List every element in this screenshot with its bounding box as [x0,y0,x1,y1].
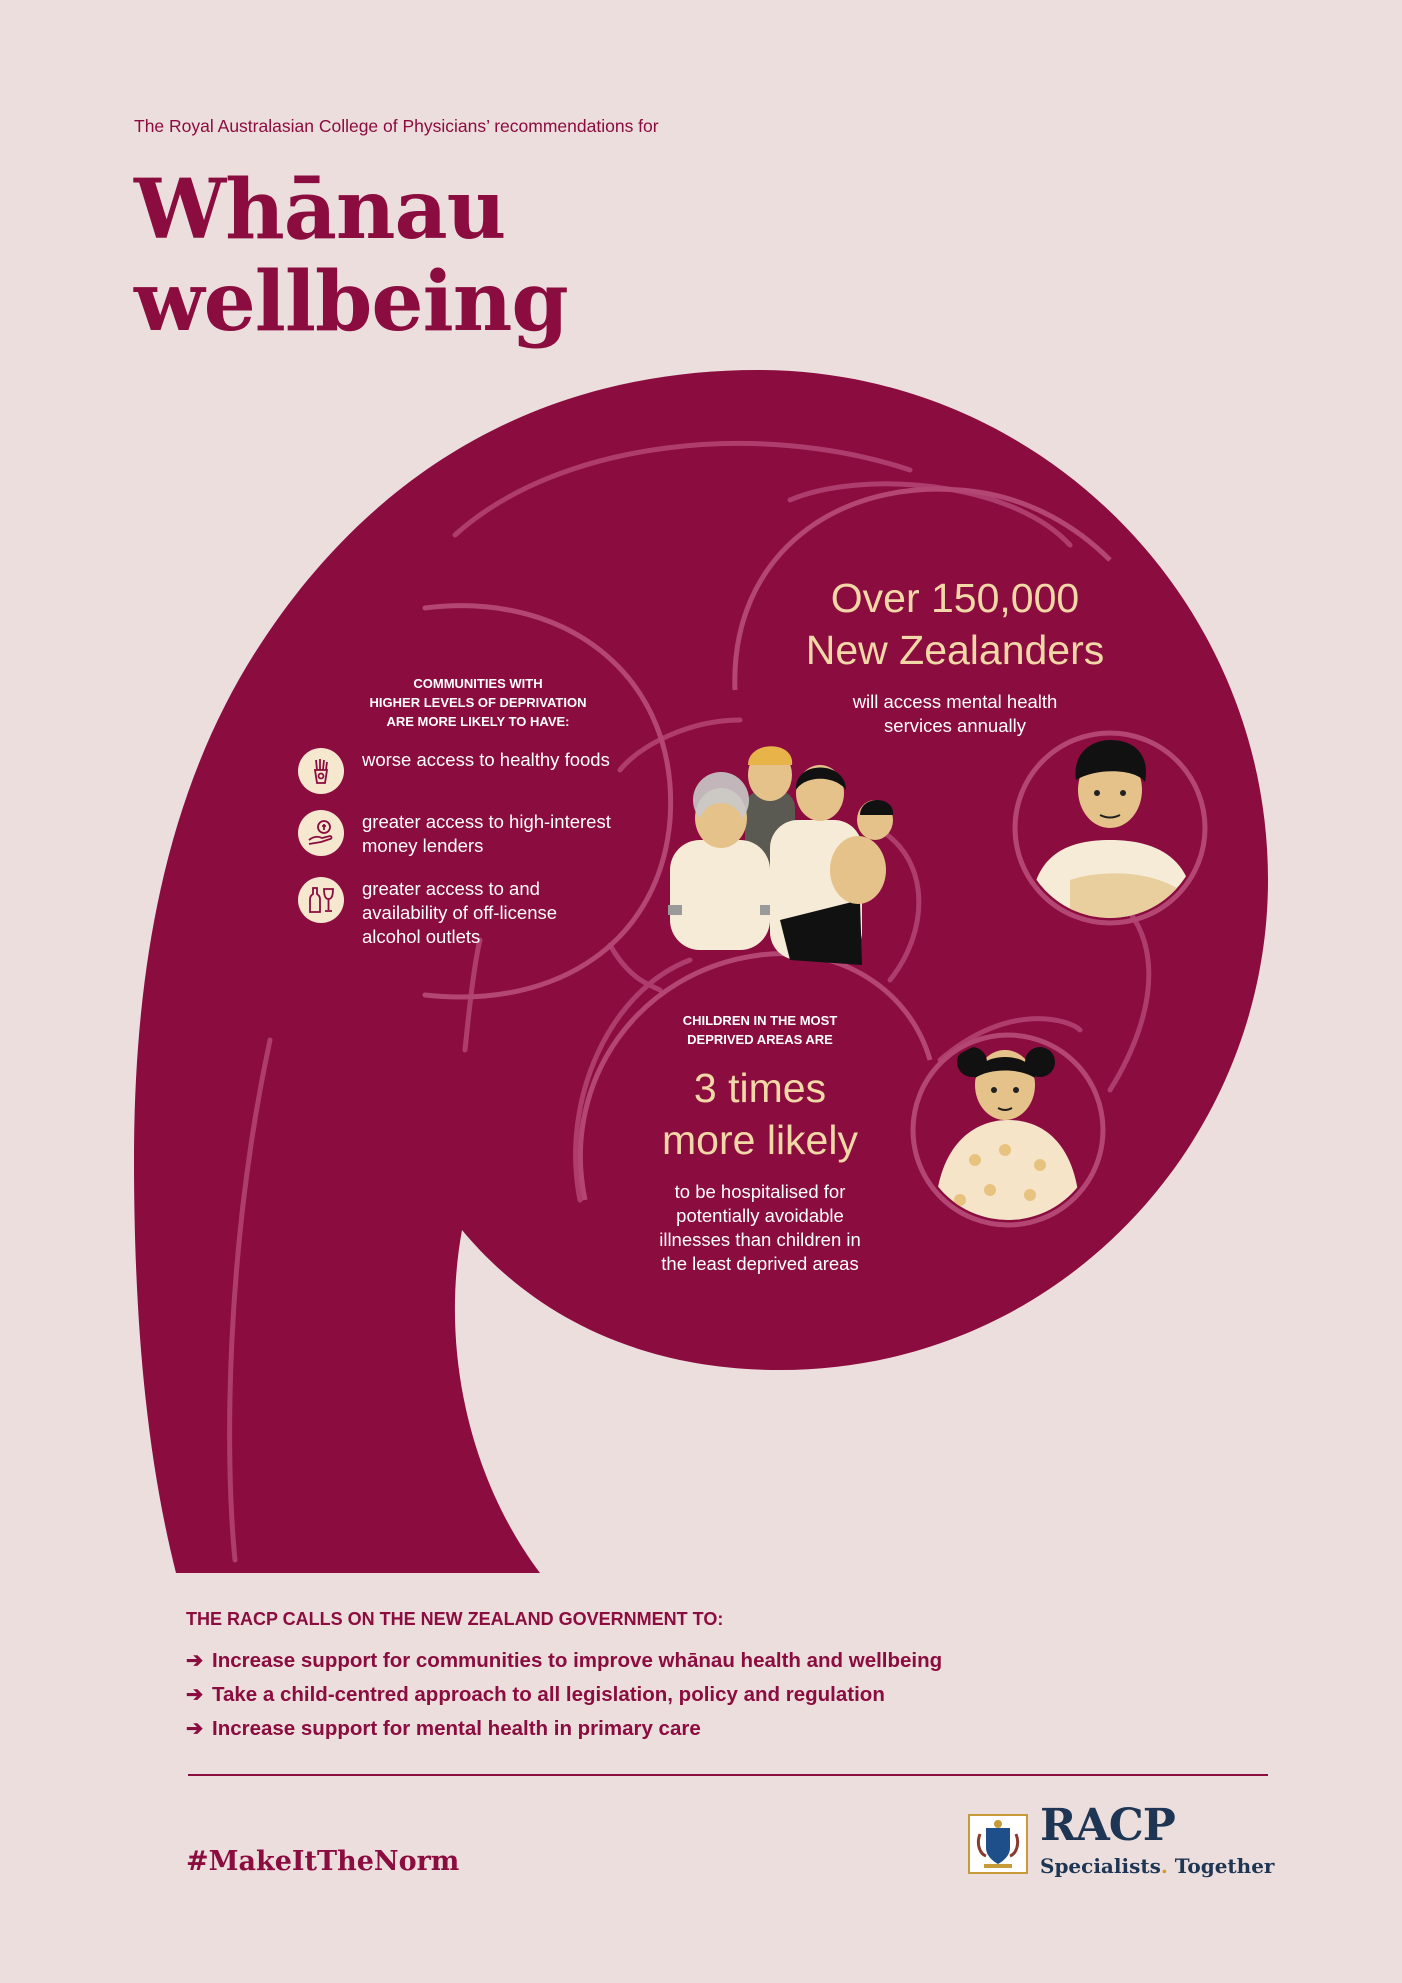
call-item-text: Take a child-centred approach to all leg… [212,1683,885,1706]
arrow-right-icon: ➔ [186,1717,204,1740]
call-item-text: Increase support for mental health in pr… [212,1717,701,1740]
divider [188,1774,1268,1776]
children-desc-line-3: illnesses than children in [659,1229,861,1250]
children-stat-line-1: 3 times [693,1065,827,1111]
mental-health-stat-line-2: New Zealanders [805,627,1105,673]
fries-icon [298,748,344,794]
calls-heading: THE RACP CALLS ON THE NEW ZEALAND GOVERN… [186,1609,724,1629]
call-item: ➔ Take a child-centred approach to all le… [186,1678,942,1712]
call-item: ➔ Increase support for communities to imp… [186,1644,942,1678]
risk-item-line: money lenders [362,835,484,856]
risk-item-text: worse access to healthy foods [362,748,662,772]
risk-item-line: alcohol outlets [362,926,481,947]
racp-logo-name: RACP [1040,1800,1176,1851]
risk-item-healthy-foods: worse access to healthy foods [298,748,658,808]
risk-item-money-lenders: greater access to high-interest money le… [298,810,658,870]
tagline-part-1: Specialists [1040,1854,1161,1878]
risk-item-line: availability of off-license [362,902,558,923]
communities-heading: COMMUNITIES WITH HIGHER LEVELS OF DEPRIV… [348,674,608,731]
intro-text: The Royal Australasian College of Physic… [134,116,659,136]
children-desc-line-2: potentially avoidable [676,1205,844,1226]
alcohol-icon [298,877,344,923]
family-illustration [668,746,894,965]
girl-portrait-icon [910,1032,1106,1228]
mental-health-stat-number: Over 150,000 New Zealanders [730,572,1180,676]
risk-item-text: greater access to and availability of of… [362,877,662,949]
call-item: ➔ Increase support for mental health in p… [186,1712,942,1746]
call-item-text: Increase support for communities to impr… [212,1649,943,1672]
mental-health-stat-line-1: Over 150,000 [830,575,1080,621]
racp-crest-icon [968,1814,1028,1874]
communities-heading-line-2: HIGHER LEVELS OF DEPRIVATION [369,695,587,710]
title-line-2: wellbeing [134,254,569,350]
mental-health-desc-line-2: services annually [884,715,1026,736]
title-line-1: Whānau [134,162,506,258]
tagline-part-2: Together [1167,1854,1275,1878]
money-hand-icon [298,810,344,856]
racp-logo-tagline: Specialists. Together [1040,1854,1274,1878]
risk-item-text: greater access to high-interest money le… [362,810,662,858]
children-desc-line-1: to be hospitalised for [674,1181,846,1202]
children-heading-line-2: DEPRIVED AREAS ARE [687,1032,833,1047]
risk-item-line: worse access to healthy foods [362,749,610,770]
children-stat-line-2: more likely [662,1117,858,1163]
risk-item-alcohol-outlets: greater access to and availability of of… [298,877,658,957]
communities-heading-line-1: COMMUNITIES WITH [413,676,543,691]
children-desc-line-4: the least deprived areas [661,1253,859,1274]
children-stat-heading: CHILDREN IN THE MOST DEPRIVED AREAS ARE [630,1011,890,1049]
mental-health-stat-description: will access mental health services annua… [790,690,1120,738]
arrow-right-icon: ➔ [186,1683,204,1706]
calls-list: ➔ Increase support for communities to imp… [186,1644,942,1746]
children-stat-description: to be hospitalised for potentially avoid… [630,1180,890,1276]
arrow-right-icon: ➔ [186,1649,204,1672]
risk-item-line: greater access to high-interest [362,811,611,832]
man-portrait-icon [1012,730,1208,926]
communities-heading-line-3: ARE MORE LIKELY TO HAVE: [386,714,570,729]
mental-health-desc-line-1: will access mental health [852,691,1058,712]
children-stat-number: 3 times more likely [580,1062,940,1166]
hashtag: #MakeItTheNorm [186,1846,460,1877]
risk-item-line: greater access to and [362,878,540,899]
children-heading-line-1: CHILDREN IN THE MOST [682,1013,838,1028]
tagline-dot: . [1160,1854,1168,1878]
page-title: Whānau wellbeing [134,162,569,350]
